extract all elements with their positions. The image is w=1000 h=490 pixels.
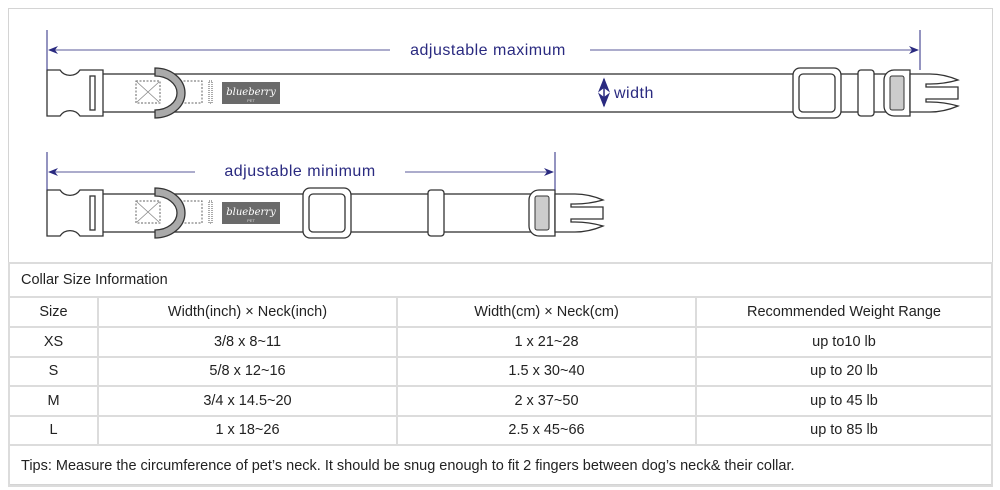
- cell-cm: 2 x 37~50: [396, 385, 697, 417]
- female-buckle: [46, 69, 104, 117]
- header-size: Size: [8, 296, 99, 328]
- svg-text:blueberry: blueberry: [226, 207, 276, 218]
- cell-size: S: [8, 355, 99, 387]
- header-weight: Recommended Weight Range: [695, 296, 993, 328]
- keeper: [427, 189, 445, 237]
- logo-label: [222, 202, 280, 224]
- cell-inch: 3/8 x 8~11: [97, 326, 398, 358]
- cell-inch: 1 x 18~26: [97, 414, 398, 446]
- header-cm: Width(cm) × Neck(cm): [396, 296, 697, 328]
- cell-cm: 1.5 x 30~40: [396, 355, 697, 387]
- svg-text:blueberry: blueberry: [226, 87, 276, 98]
- size-table: Collar Size Information Size Width(inch)…: [8, 262, 993, 487]
- logo-label: [222, 82, 280, 104]
- cell-inch: 5/8 x 12~16: [97, 355, 398, 387]
- header-inch: Width(inch) × Neck(inch): [97, 296, 398, 328]
- min-label: adjustable minimum: [224, 163, 375, 180]
- keeper: [857, 69, 875, 117]
- svg-text:PET: PET: [247, 218, 255, 223]
- width-label: width: [613, 85, 654, 102]
- cell-weight: up to10 lb: [695, 326, 993, 358]
- d-ring: [154, 67, 186, 119]
- cell-weight: up to 85 lb: [695, 414, 993, 446]
- tips-text: Tips: Measure the circumference of pet’s…: [8, 444, 993, 487]
- female-buckle: [46, 189, 104, 237]
- adjustable-maximum-dimension: adjustable maximum: [46, 30, 921, 70]
- cell-weight: up to 20 lb: [695, 355, 993, 387]
- d-ring: [154, 187, 186, 239]
- adjustable-minimum-dimension: adjustable minimum: [46, 152, 556, 190]
- cell-size: L: [8, 414, 99, 446]
- width-dimension: width: [598, 77, 654, 108]
- cell-cm: 1 x 21~28: [396, 326, 697, 358]
- strap: [94, 73, 911, 113]
- cell-inch: 3/4 x 14.5~20: [97, 385, 398, 417]
- cell-cm: 2.5 x 45~66: [396, 414, 697, 446]
- svg-text:PET: PET: [247, 98, 255, 103]
- max-label: adjustable maximum: [410, 42, 566, 59]
- cell-weight: up to 45 lb: [695, 385, 993, 417]
- cell-size: M: [8, 385, 99, 417]
- table-title: Collar Size Information: [8, 262, 993, 298]
- cell-size: XS: [8, 326, 99, 358]
